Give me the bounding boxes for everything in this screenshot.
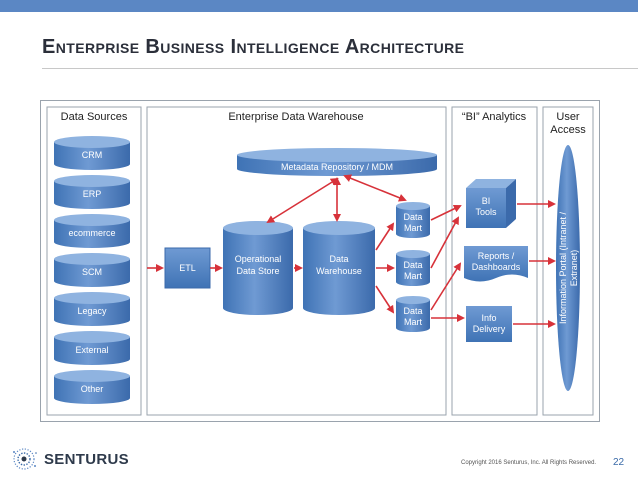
portal-label-line1: Information Portal (Intranet / — [558, 211, 568, 324]
source-label-legacy: Legacy — [77, 306, 107, 316]
source-cylinder-external: External — [54, 331, 130, 365]
data-warehouse-cylinder: Data Warehouse — [303, 221, 375, 315]
arrow-metadata-mart — [343, 174, 407, 202]
reports-label-line1: Reports / — [478, 251, 515, 261]
source-cylinder-legacy: Legacy — [54, 292, 130, 326]
operational-data-store-cylinder: Operational Data Store — [223, 221, 293, 315]
globe-dots-icon — [13, 448, 37, 470]
info-delivery-label-line2: Delivery — [473, 324, 506, 334]
arrow-mart1-to-bi-tools — [430, 205, 462, 221]
ods-label-line2: Data Store — [236, 266, 279, 276]
bi-tools-label-line1: BI — [482, 196, 491, 206]
page-number: 22 — [613, 457, 625, 468]
panel-title-data-sources: Data Sources — [61, 111, 128, 123]
source-label-crm: CRM — [82, 150, 103, 160]
architecture-diagram-svg: Data Sources Enterprise Data Warehouse “… — [40, 100, 600, 422]
reports-label-line2: Dashboards — [472, 262, 521, 272]
arrow-mart2-to-bi-tools — [430, 216, 459, 269]
dw-label-line1: Data — [329, 254, 348, 264]
logo-wordmark: SENTURUS — [44, 450, 129, 468]
dw-label-line2: Warehouse — [316, 266, 362, 276]
mart2-label-line1: Data — [403, 260, 422, 270]
metadata-repository-cylinder: Metadata Repository / MDM — [237, 148, 437, 176]
information-portal-ellipse: Information Portal (Intranet / Extranet) — [556, 145, 580, 391]
source-cylinder-scm: SCM — [54, 253, 130, 287]
panel-title-bi: “BI” Analytics — [462, 111, 527, 123]
reports-dashboards-document: Reports / Dashboards — [464, 246, 528, 282]
copyright-notice: Copyright 2016 Senturus, Inc. All Rights… — [461, 460, 597, 466]
mart1-label-line1: Data — [403, 212, 422, 222]
source-label-other: Other — [81, 384, 104, 394]
data-mart-cylinder-2: Data Mart — [396, 250, 430, 286]
company-logo: SENTURUS — [10, 446, 129, 472]
mart3-label-line2: Mart — [404, 317, 422, 327]
source-cylinder-crm: CRM — [54, 136, 130, 170]
source-label-external: External — [75, 345, 108, 355]
arrow-dw-to-mart1 — [375, 222, 395, 251]
ods-label-line1: Operational — [235, 254, 282, 264]
page-title: Enterprise Business Intelligence Archite… — [42, 36, 465, 58]
arrow-metadata-ods — [266, 177, 339, 224]
mart1-label-line2: Mart — [404, 223, 422, 233]
title-divider — [42, 68, 638, 69]
top-accent-bar — [0, 0, 638, 12]
source-cylinder-ecommerce: ecommerce — [54, 214, 130, 248]
panel-title-user-line2: Access — [550, 124, 586, 136]
bi-tools-label-line2: Tools — [475, 207, 497, 217]
etl-label: ETL — [179, 263, 196, 273]
source-label-ecommerce: ecommerce — [68, 228, 115, 238]
arrow-dw-to-mart3 — [375, 285, 395, 314]
source-cylinder-erp: ERP — [54, 175, 130, 209]
panel-title-user-line1: User — [556, 111, 580, 123]
panel-title-edw: Enterprise Data Warehouse — [228, 111, 363, 123]
portal-label-line2: Extranet) — [569, 250, 579, 287]
bi-tools-cube: BI Tools — [466, 179, 516, 228]
info-delivery-box: Info Delivery — [466, 306, 512, 342]
source-cylinder-other: Other — [54, 370, 130, 404]
mart3-label-line1: Data — [403, 306, 422, 316]
metadata-label: Metadata Repository / MDM — [281, 162, 393, 172]
architecture-diagram: Data Sources Enterprise Data Warehouse “… — [40, 100, 600, 422]
arrow-mart3-to-reports — [430, 262, 462, 311]
source-label-scm: SCM — [82, 267, 102, 277]
info-delivery-label-line1: Info — [481, 313, 496, 323]
source-label-erp: ERP — [83, 189, 102, 199]
data-mart-cylinder-1: Data Mart — [396, 202, 430, 238]
data-mart-cylinder-3: Data Mart — [396, 296, 430, 332]
etl-box: ETL — [164, 247, 211, 289]
mart2-label-line2: Mart — [404, 271, 422, 281]
